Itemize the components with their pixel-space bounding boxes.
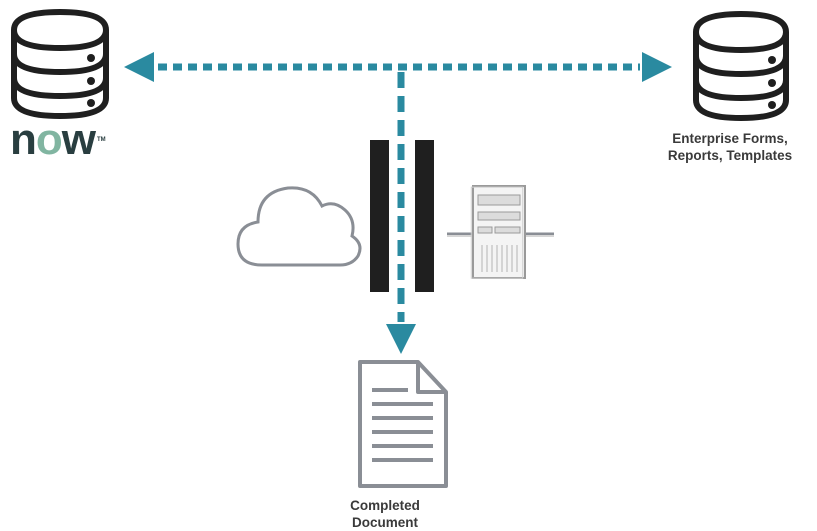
bidirectional-arrow bbox=[124, 52, 672, 82]
enterprise-label-line1: Enterprise Forms, bbox=[672, 131, 788, 146]
server-icon bbox=[447, 185, 554, 279]
firewall-icon bbox=[370, 140, 434, 292]
arrowhead-right-icon bbox=[642, 52, 672, 82]
document-label-line1: Completed bbox=[350, 498, 420, 513]
completed-document-label: Completed Document bbox=[330, 497, 440, 531]
cloud-icon bbox=[236, 186, 362, 267]
logo-wordmark: now bbox=[10, 115, 96, 164]
arrowhead-left-icon bbox=[124, 52, 154, 82]
document-label-line2: Document bbox=[351, 515, 418, 530]
enterprise-label-line2: Reports, Templates bbox=[667, 148, 793, 163]
enterprise-database-label: Enterprise Forms, Reports, Templates bbox=[640, 130, 817, 164]
document-icon bbox=[358, 360, 448, 488]
enterprise-database-icon bbox=[693, 11, 789, 121]
servicenow-database-icon bbox=[11, 9, 109, 119]
down-arrow bbox=[386, 72, 416, 354]
logo-trademark: TM bbox=[97, 137, 106, 143]
arrowhead-down-icon bbox=[386, 324, 416, 354]
